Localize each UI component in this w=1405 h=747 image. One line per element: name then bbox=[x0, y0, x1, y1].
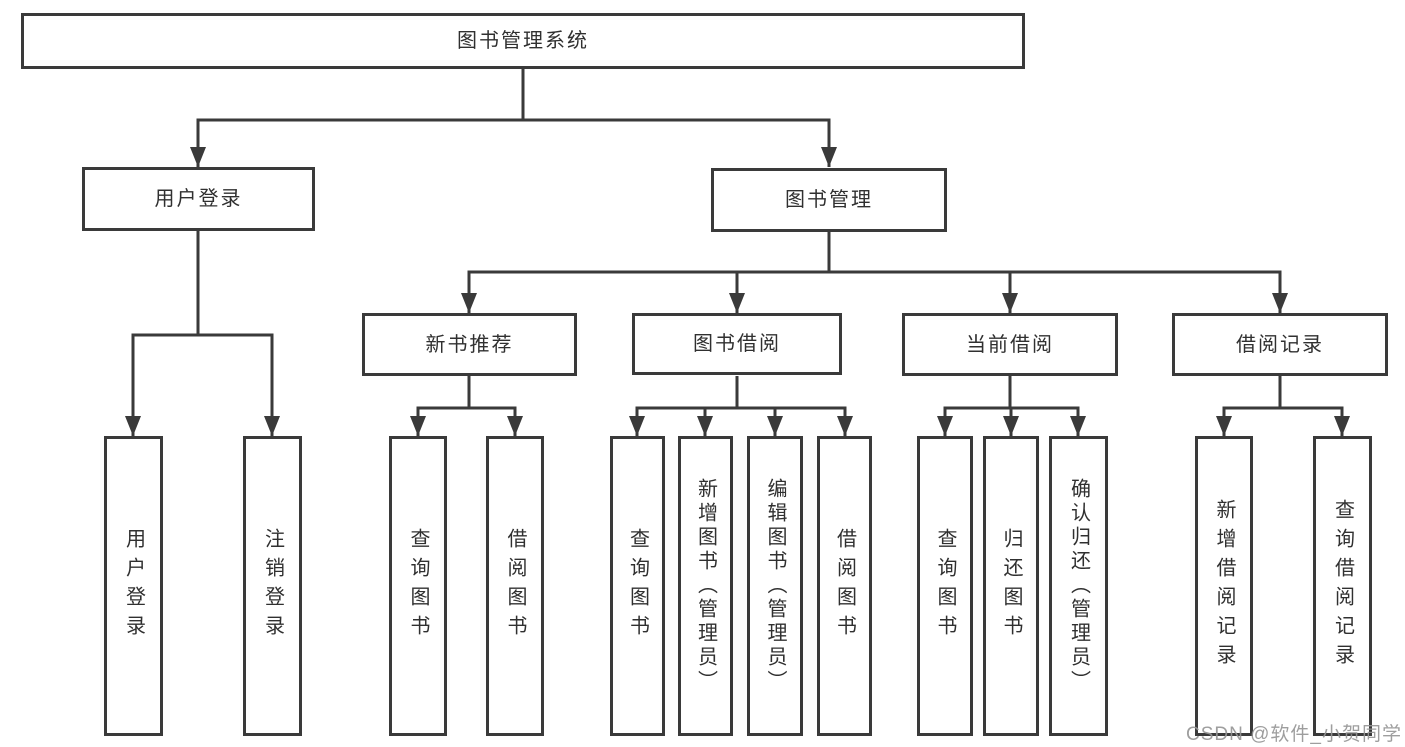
arrowhead bbox=[937, 416, 953, 436]
edge-book-borrowing-to-leaves bbox=[629, 376, 853, 436]
arrowhead bbox=[1216, 416, 1232, 436]
node-leaf-bb-edit-books: 编辑图书（管理员） bbox=[747, 436, 803, 736]
arrowhead bbox=[461, 293, 477, 313]
edge-book-management-to-level3 bbox=[461, 232, 1288, 313]
arrowhead bbox=[629, 416, 645, 436]
node-new-book-recommend: 新书推荐 bbox=[362, 313, 577, 376]
node-leaf-br-query-record: 查询借阅记录 bbox=[1313, 436, 1372, 736]
arrowhead bbox=[125, 416, 141, 436]
node-leaf-br-add-record: 新增借阅记录 bbox=[1195, 436, 1253, 736]
edge-borrowing-records-to-leaves bbox=[1216, 376, 1350, 436]
arrowhead bbox=[507, 416, 523, 436]
node-leaf-cb-query-books: 查询图书 bbox=[917, 436, 973, 736]
arrowhead bbox=[1070, 416, 1086, 436]
node-borrowing-records: 借阅记录 bbox=[1172, 313, 1388, 376]
node-leaf-nbr-query-books: 查询图书 bbox=[389, 436, 447, 736]
node-leaf-bb-add-books: 新增图书（管理员） bbox=[678, 436, 733, 736]
arrowhead bbox=[697, 416, 713, 436]
arrowhead bbox=[1003, 416, 1019, 436]
node-leaf-logout: 注销登录 bbox=[243, 436, 302, 736]
node-leaf-bb-borrow-books: 借阅图书 bbox=[817, 436, 872, 736]
arrowhead bbox=[410, 416, 426, 436]
edge-current-borrowing-to-leaves bbox=[937, 376, 1086, 436]
node-user-login: 用户登录 bbox=[82, 167, 315, 231]
arrowhead bbox=[1334, 416, 1350, 436]
arrowhead bbox=[729, 293, 745, 313]
node-book-borrowing: 图书借阅 bbox=[632, 313, 842, 375]
node-root: 图书管理系统 bbox=[21, 13, 1025, 69]
arrowhead bbox=[190, 147, 206, 167]
arrowhead bbox=[1272, 293, 1288, 313]
arrowhead bbox=[264, 416, 280, 436]
node-current-borrowing: 当前借阅 bbox=[902, 313, 1118, 376]
node-leaf-cb-return-books: 归还图书 bbox=[983, 436, 1039, 736]
watermark: CSDN @软件_小贺同学 bbox=[1186, 724, 1402, 745]
arrowhead bbox=[1002, 293, 1018, 313]
node-leaf-bb-query-books: 查询图书 bbox=[610, 436, 665, 736]
edge-user-login-to-leaves bbox=[125, 231, 280, 436]
edge-new-book-recommend-to-leaves bbox=[410, 376, 523, 436]
arrowhead bbox=[837, 416, 853, 436]
node-leaf-cb-confirm-return: 确认归还（管理员） bbox=[1049, 436, 1108, 736]
node-book-management: 图书管理 bbox=[711, 168, 947, 232]
edge-root-to-level2 bbox=[190, 69, 837, 167]
node-leaf-nbr-borrow-books: 借阅图书 bbox=[486, 436, 544, 736]
node-leaf-user-login: 用户登录 bbox=[104, 436, 163, 736]
arrowhead bbox=[767, 416, 783, 436]
arrowhead bbox=[821, 147, 837, 167]
